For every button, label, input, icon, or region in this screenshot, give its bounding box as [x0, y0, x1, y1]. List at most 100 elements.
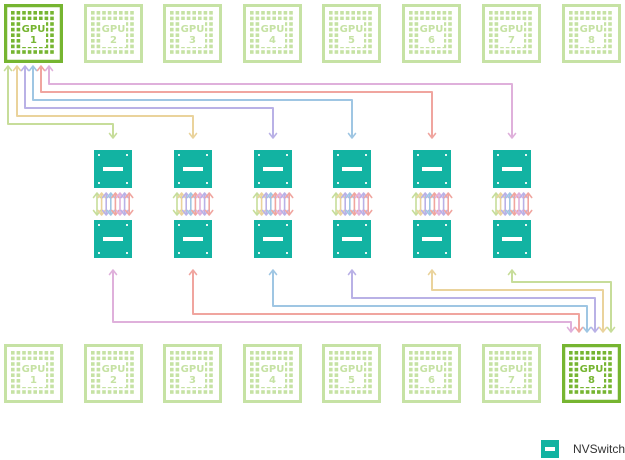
gpu-number: 2 — [110, 35, 117, 46]
gpu-frame — [563, 5, 620, 62]
gpu-label: GPU — [261, 364, 285, 375]
gpu-label: GPU — [102, 24, 126, 35]
gpu8-link-3 — [268, 269, 592, 333]
gpu-number: 3 — [189, 375, 196, 386]
gpu-chip-grid — [329, 11, 372, 54]
gpu-number: 6 — [428, 35, 435, 46]
switch-interconnect-1 — [92, 192, 134, 216]
nvswitch-lower-2 — [174, 220, 212, 258]
gpu8-link-6 — [507, 269, 616, 333]
nvswitch-lower-6 — [493, 220, 531, 258]
gpu1-link-2 — [12, 65, 198, 139]
gpu-frame — [244, 5, 301, 62]
switch-interconnect-4 — [331, 192, 373, 216]
gpu-frame — [164, 345, 221, 402]
gpu-label: GPU — [22, 24, 46, 35]
gpu-label: GPU — [340, 364, 364, 375]
gpu-number: 4 — [269, 35, 276, 46]
gpu1-link-6 — [44, 65, 517, 139]
gpu-label: GPU — [261, 24, 285, 35]
gpu-frame — [323, 5, 380, 62]
legend-label: NVSwitch — [573, 442, 625, 456]
gpu-label: GPU — [181, 364, 205, 375]
gpu-number: 7 — [508, 375, 515, 386]
gpu-frame — [164, 5, 221, 62]
gpu8-link-5 — [427, 269, 608, 333]
switch-interconnect-5 — [411, 192, 453, 216]
gpu-frame — [403, 345, 460, 402]
gpu-frame — [5, 345, 62, 402]
switch-interconnect-3 — [252, 192, 294, 216]
gpu-frame — [483, 5, 540, 62]
nvswitch-upper-3 — [254, 150, 292, 188]
gpu-frame — [403, 5, 460, 62]
gpu-label: GPU — [420, 364, 444, 375]
gpu-label: GPU — [500, 364, 524, 375]
nvswitch-upper-1 — [94, 150, 132, 188]
gpu-frame — [85, 5, 142, 62]
gpu-label: GPU — [102, 364, 126, 375]
nvswitch-upper-4 — [333, 150, 371, 188]
gpu-label: GPU — [340, 24, 364, 35]
switch-interconnect-6 — [491, 192, 533, 216]
top-gpu-links — [3, 65, 517, 139]
gpu-number: 5 — [348, 35, 355, 46]
gpu-number: 8 — [588, 35, 595, 46]
gpu1-link-1 — [3, 65, 118, 139]
gpu-number: 6 — [428, 375, 435, 386]
legend: NVSwitch — [541, 440, 625, 458]
gpu-label: GPU — [181, 24, 205, 35]
gpu-label: GPU — [22, 364, 46, 375]
gpu-frame — [85, 345, 142, 402]
gpu-number: 8 — [588, 375, 595, 386]
gpu-frame — [323, 345, 380, 402]
gpu-number: 1 — [30, 375, 37, 386]
gpu8-link-4 — [347, 269, 600, 333]
gpu-label: GPU — [580, 24, 604, 35]
gpu-number: 7 — [508, 35, 515, 46]
switch-interconnects — [92, 192, 533, 216]
gpu-frame — [483, 345, 540, 402]
nvswitch-grid — [94, 150, 531, 258]
gpu1-link-5 — [36, 65, 437, 139]
gpu-frame — [4, 4, 63, 63]
gpu-frame — [244, 345, 301, 402]
gpu-number: 1 — [30, 35, 37, 46]
gpu8-link-2 — [188, 269, 584, 333]
gpu-number: 4 — [269, 375, 276, 386]
gpu8-link-1 — [108, 269, 576, 333]
nvswitch-lower-4 — [333, 220, 371, 258]
gpu-number: 3 — [189, 35, 196, 46]
nvswitch-upper-6 — [493, 150, 531, 188]
gpu1-link-4 — [28, 65, 357, 139]
gpu-label: GPU — [500, 24, 524, 35]
gpu-label: GPU — [580, 364, 604, 375]
gpu-number: 5 — [348, 375, 355, 386]
nvswitch-lower-5 — [413, 220, 451, 258]
switch-interconnect-2 — [172, 192, 214, 216]
nvswitch-legend-icon — [541, 440, 559, 458]
nvswitch-lower-1 — [94, 220, 132, 258]
bottom-gpu-links — [108, 269, 616, 333]
gpu1-link-3 — [20, 65, 278, 139]
nvswitch-upper-5 — [413, 150, 451, 188]
gpu-frame — [562, 344, 621, 403]
nvswitch-upper-2 — [174, 150, 212, 188]
